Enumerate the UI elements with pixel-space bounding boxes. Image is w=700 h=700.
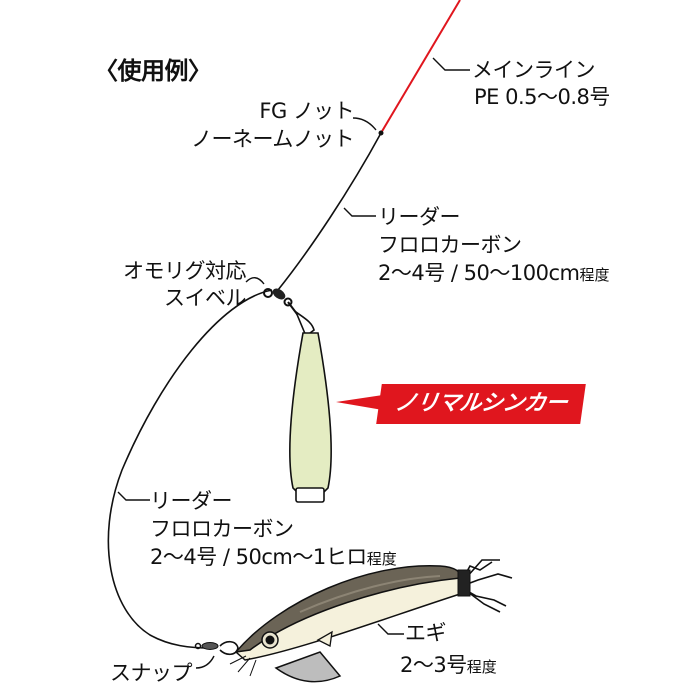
egi [229,559,513,683]
diagram-title: 〈使用例〉 [94,57,212,85]
sinker-callout: ノリマルシンカー [376,384,586,424]
sinker-tip [295,487,325,503]
callout-arrow [336,395,383,410]
swivel [263,288,315,338]
lower-leader-material: フロロカーボン [150,517,294,541]
upper-leader-name: リーダー [378,205,461,229]
swivel-label-2: スイベル [164,286,247,310]
lower-leader-spec-value: 2〜4号 / 50cm〜1ヒロ [150,545,367,569]
lower-leader-name: リーダー [150,489,233,513]
main-line-spec: PE 0.5〜0.8号 [474,85,610,109]
main-line [380,0,461,134]
egi-spec-value: 2〜3号 [400,653,467,677]
knot-label-2: ノーネームノット [191,127,354,151]
label-ticks [117,57,470,669]
upper-leader-material: フロロカーボン [378,233,522,257]
snap-label: スナップ [110,661,193,685]
lower-leader-spec: 2〜4号 / 50cm〜1ヒロ程度 [150,544,397,572]
egi-spec: 2〜3号程度 [400,652,497,680]
sinker [289,332,332,493]
lower-leader-spec-suffix: 程度 [366,550,397,568]
upper-leader-spec-value: 2〜4号 / 50〜100cm [378,261,580,285]
upper-leader-spec: 2〜4号 / 50〜100cm程度 [378,260,609,288]
upper-leader-spec-suffix: 程度 [579,266,610,284]
upper-leader-line [277,132,382,291]
egi-spec-suffix: 程度 [466,658,497,676]
lower-leader-line [107,289,273,649]
egi-name: エギ [405,621,447,645]
swivel-label-1: オモリグ対応 [123,259,247,283]
knot-label-1: FG ノット [259,99,354,123]
snap [194,640,239,656]
main-line-name: メインライン [472,58,596,82]
